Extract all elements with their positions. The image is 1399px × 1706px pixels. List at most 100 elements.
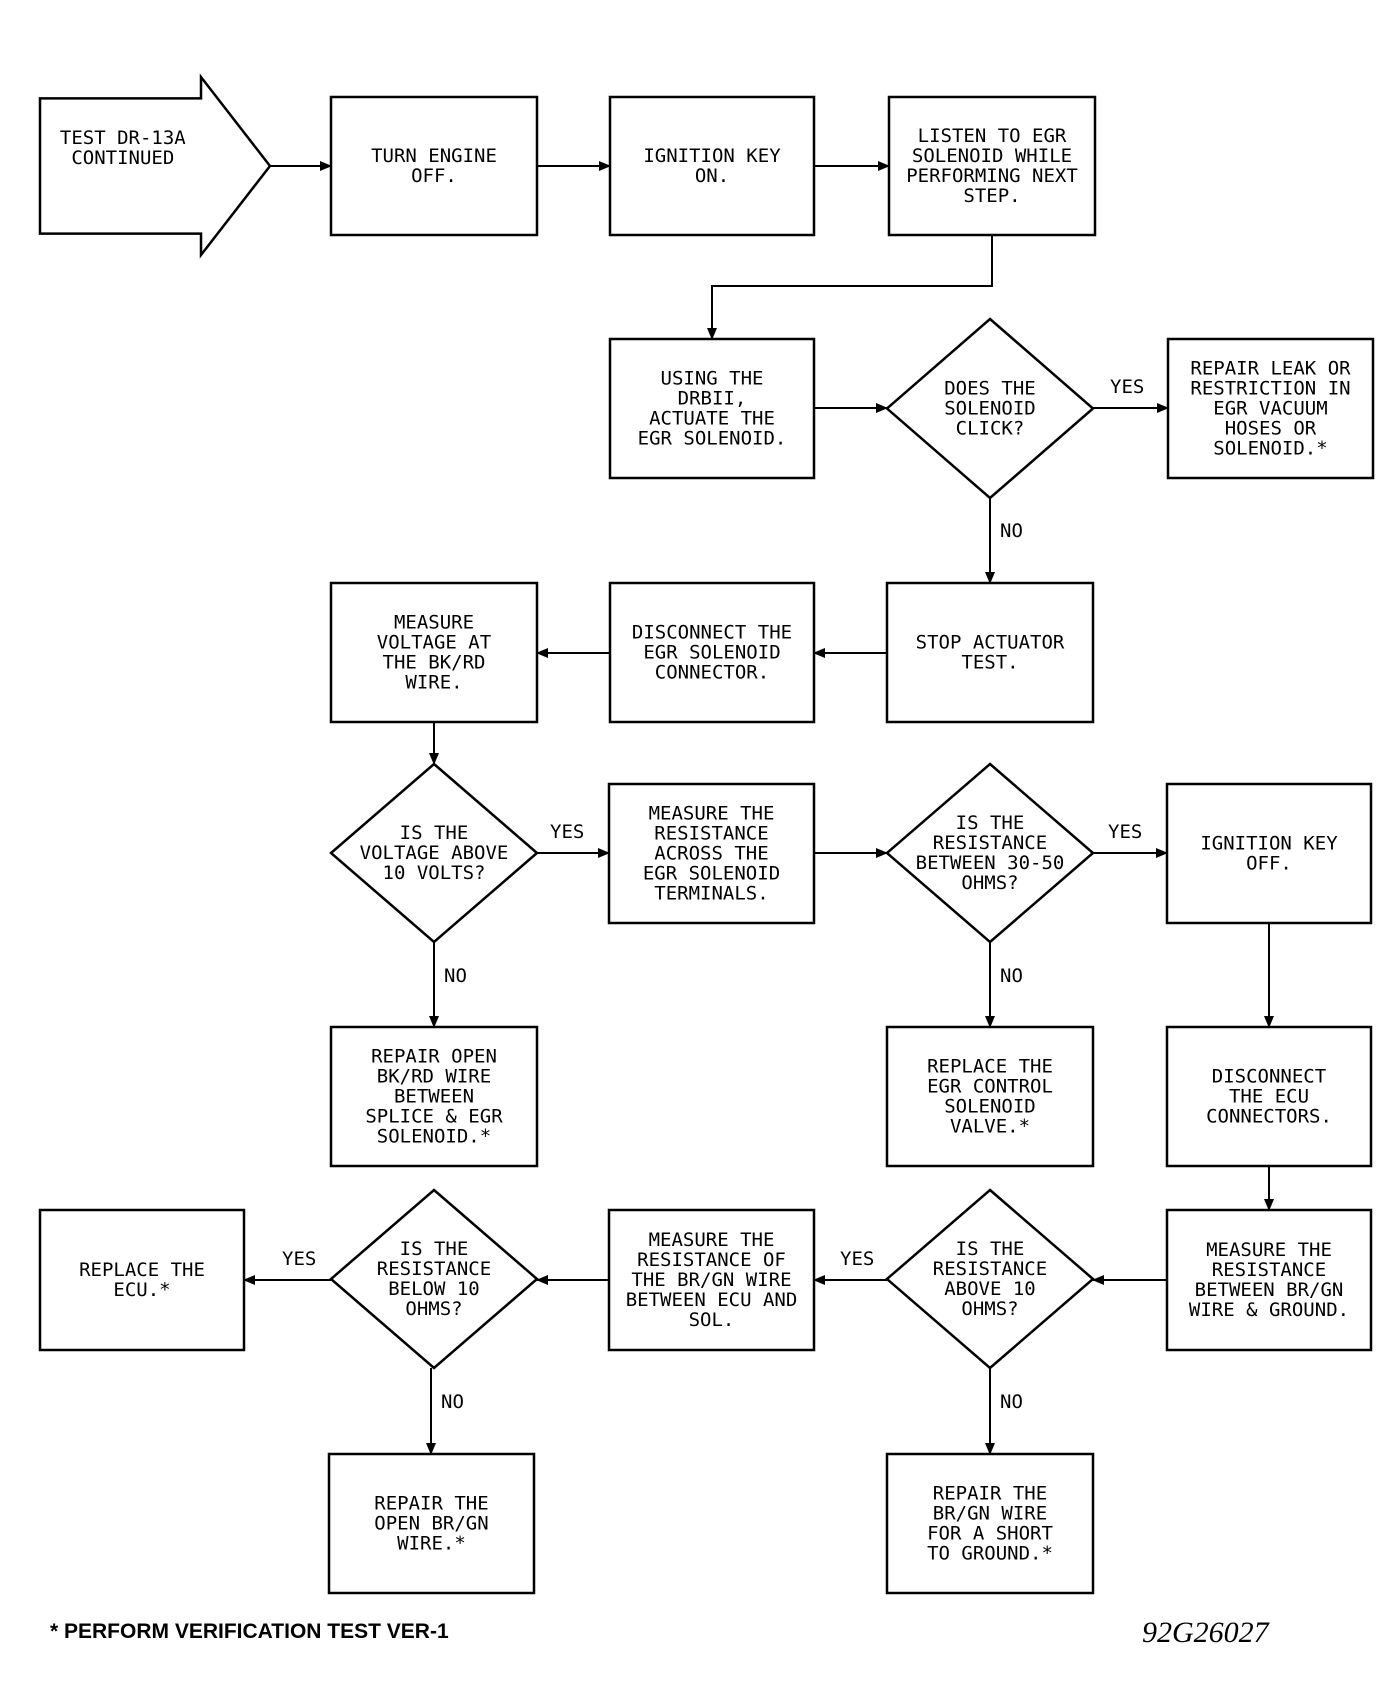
- process-box: [1166, 337, 1375, 480]
- node-text-line: RESISTANCE OF: [637, 1249, 786, 1271]
- node-text-line: THE ECU: [1229, 1086, 1309, 1108]
- edge-label-yes: YES: [550, 821, 584, 843]
- node-text-line: STOP ACTUATOR: [916, 632, 1065, 654]
- edge-label-yes: YES: [1108, 821, 1142, 843]
- node-text-line: REPAIR OPEN: [371, 1046, 497, 1068]
- edge-listen-egr-to-using-drbii: [707, 235, 993, 340]
- node-text-line: EGR CONTROL: [927, 1076, 1053, 1098]
- node-text-line: MEASURE THE: [649, 1229, 775, 1251]
- node-text-line: DISCONNECT: [1212, 1066, 1326, 1088]
- node-text-line: ECU.*: [113, 1279, 170, 1301]
- node-text-line: RESISTANCE: [377, 1258, 491, 1280]
- edge-label-yes: YES: [1110, 376, 1144, 398]
- process-box: [885, 1452, 1095, 1595]
- connectors: [243, 161, 1274, 1455]
- node-text-line: WIRE & GROUND.: [1189, 1299, 1349, 1321]
- process-box: [1165, 1025, 1373, 1168]
- node-text-line: RESISTANCE: [933, 1258, 1047, 1280]
- node-text-line: TERMINALS.: [654, 883, 768, 905]
- node-text-line: ABOVE 10: [944, 1278, 1036, 1300]
- node-text-line: REPLACE THE: [79, 1259, 205, 1281]
- start-arrow: [38, 73, 272, 259]
- node-text-line: IS THE: [400, 1238, 469, 1260]
- edge-label-no: NO: [1000, 1391, 1023, 1413]
- decision-diamond: [885, 1188, 1095, 1370]
- edge-label-no: NO: [441, 1391, 464, 1413]
- node-text-line: EGR SOLENOID: [643, 863, 780, 885]
- edge-label-yes: YES: [840, 1248, 874, 1270]
- node-text-line: MEASURE THE: [1206, 1239, 1332, 1261]
- node-text-line: 10 VOLTS?: [383, 862, 486, 884]
- process-box: [1165, 782, 1373, 925]
- node-text-line: TEST DR-13A: [60, 127, 186, 149]
- node-text-line: SOLENOID.*: [1213, 438, 1327, 460]
- node-text-line: IGNITION KEY: [1200, 833, 1338, 855]
- node-text-line: EGR VACUUM: [1213, 398, 1327, 420]
- node-text-line: STEP.: [963, 185, 1020, 207]
- process-box: [885, 1025, 1095, 1168]
- node-text-line: FOR A SHORT: [927, 1523, 1053, 1545]
- node-text-line: BELOW 10: [388, 1278, 480, 1300]
- process-box: [608, 581, 816, 724]
- process-box: [608, 95, 816, 237]
- node-text-line: SOLENOID: [944, 1096, 1036, 1118]
- node-text-line: BETWEEN: [394, 1086, 474, 1108]
- decision-diamond: [885, 762, 1095, 944]
- node-text-line: USING THE: [661, 368, 764, 390]
- node-text-line: OHMS?: [961, 872, 1018, 894]
- decision-diamond: [885, 317, 1095, 500]
- node-text-line: RESISTANCE: [933, 832, 1047, 854]
- node-text-line: TURN ENGINE: [371, 145, 497, 167]
- node-text-line: OFF.: [1246, 853, 1292, 875]
- process-box: [885, 581, 1095, 724]
- node-text-line: ACROSS THE: [654, 843, 768, 865]
- figure-id: 92G26027: [1142, 1616, 1271, 1649]
- node-text-line: DISCONNECT THE: [632, 622, 792, 644]
- node-text-line: THE BR/GN WIRE: [631, 1269, 791, 1291]
- node-text-line: DRBII,: [678, 388, 747, 410]
- node-text-line: LISTEN TO EGR: [918, 125, 1067, 147]
- node-text-line: BETWEEN ECU AND: [626, 1289, 798, 1311]
- process-box: [887, 95, 1097, 237]
- node-text-line: SOL.: [689, 1309, 735, 1331]
- node-text-line: RESISTANCE: [654, 823, 768, 845]
- edge-label-no: NO: [1000, 520, 1023, 542]
- node-text-line: BETWEEN BR/GN: [1195, 1279, 1344, 1301]
- node-text-line: OFF.: [411, 165, 457, 187]
- process-box: [1165, 1208, 1373, 1352]
- process-box: [327, 1452, 536, 1595]
- edge-label-no: NO: [1000, 965, 1023, 987]
- node-text-line: VOLTAGE AT: [377, 632, 491, 654]
- node-text-line: SOLENOID.*: [377, 1126, 491, 1148]
- process-box: [329, 1025, 539, 1168]
- node-text-line: REPAIR THE: [933, 1483, 1047, 1505]
- node-text-line: OHMS?: [405, 1298, 462, 1320]
- node-text-line: CLICK?: [956, 418, 1025, 440]
- edge-label-no: NO: [444, 965, 467, 987]
- node-text-line: VALVE.*: [950, 1116, 1030, 1138]
- process-box: [38, 1208, 246, 1352]
- node-text-line: REPLACE THE: [927, 1056, 1053, 1078]
- node-text-line: EGR SOLENOID: [643, 642, 780, 664]
- process-box: [607, 1208, 816, 1352]
- process-box: [608, 337, 816, 480]
- node-text-line: TEST.: [961, 652, 1018, 674]
- node-text-line: REPAIR THE: [374, 1493, 488, 1515]
- node-text-line: SPLICE & EGR: [365, 1106, 503, 1128]
